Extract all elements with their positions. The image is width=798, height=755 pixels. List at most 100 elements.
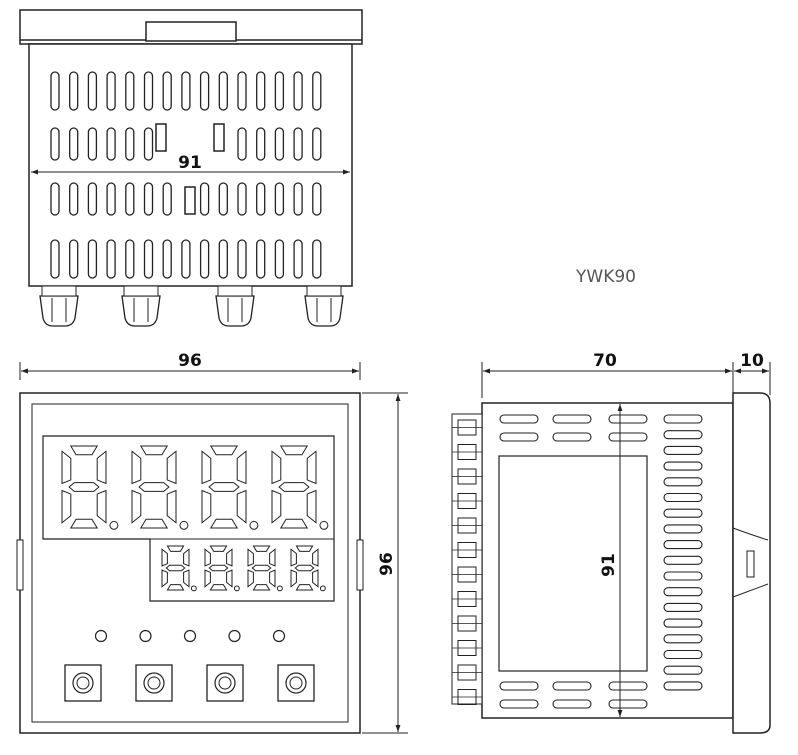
digit-segment xyxy=(69,518,99,529)
vent-slot xyxy=(50,239,60,279)
digit-segment xyxy=(236,489,247,524)
top-view-tab xyxy=(184,186,196,215)
digit-segment xyxy=(131,489,142,524)
front-button xyxy=(64,664,102,702)
vent-slot xyxy=(106,71,116,111)
digit-segment xyxy=(252,584,271,591)
vent-slot xyxy=(312,127,322,161)
terminal xyxy=(452,468,482,485)
side-bezel-clip xyxy=(746,550,755,578)
digit-segment xyxy=(208,564,229,572)
vent-slot xyxy=(87,127,98,161)
vent-slot xyxy=(106,239,116,279)
terminal xyxy=(452,615,482,632)
front-height-dimension: 96 xyxy=(362,392,408,734)
vent-slot xyxy=(312,239,322,279)
decimal-point xyxy=(179,520,189,530)
terminal xyxy=(452,493,482,509)
terminal xyxy=(452,542,482,558)
terminal xyxy=(452,689,482,705)
digit-segment xyxy=(252,545,271,552)
vent-slot xyxy=(663,681,703,691)
vent-slot xyxy=(125,239,135,279)
button-frame xyxy=(206,664,244,702)
digit-segment xyxy=(247,569,254,588)
terminal xyxy=(452,640,482,656)
vent-slot xyxy=(663,634,703,644)
vent-slot xyxy=(162,71,172,111)
digit-segment xyxy=(209,584,228,591)
vent-slot xyxy=(218,71,228,111)
decimal-point xyxy=(249,520,259,530)
vent-slot xyxy=(50,127,60,161)
digit-segment xyxy=(161,548,168,567)
digit-segment xyxy=(139,445,169,456)
front-panel xyxy=(31,403,349,723)
button-cap xyxy=(289,676,303,690)
vent-slot xyxy=(162,182,172,216)
mounting-clip xyxy=(121,285,161,327)
vent-slot xyxy=(143,127,154,161)
decimal-point xyxy=(233,585,240,592)
digit-segment xyxy=(236,450,247,485)
digit-segment xyxy=(139,518,169,529)
terminal xyxy=(452,444,482,460)
side-height-label: 91 xyxy=(599,553,619,577)
front-width-label: 96 xyxy=(178,351,202,371)
side-depth-dimension: 70 xyxy=(481,351,734,398)
vent-slot xyxy=(162,239,172,279)
vent-slot xyxy=(199,182,210,216)
digit-segment xyxy=(166,584,185,591)
terminal xyxy=(452,664,482,681)
clip-body xyxy=(215,295,255,327)
side-depth-label: 70 xyxy=(593,351,617,371)
vent-slot xyxy=(125,182,135,216)
vent-slot xyxy=(663,524,703,534)
vent-slot xyxy=(106,127,116,161)
terminals xyxy=(452,419,482,705)
indicator-led xyxy=(272,629,286,643)
digit-segment xyxy=(61,450,72,485)
vent-slot xyxy=(608,414,648,424)
decimal-point xyxy=(109,520,119,530)
digit-segment xyxy=(204,548,211,567)
top-view-clips xyxy=(39,285,344,327)
front-button xyxy=(277,664,315,702)
vent-slot xyxy=(274,182,285,216)
side-vent-slots xyxy=(499,414,703,709)
digit-segment xyxy=(226,569,233,588)
front-bezel xyxy=(19,392,361,734)
clip-body xyxy=(121,295,161,327)
lower-digit xyxy=(161,545,197,592)
vent-slot xyxy=(87,71,98,111)
front-buttons xyxy=(64,664,315,702)
vent-slot xyxy=(199,239,210,279)
front-width-dimension: 96 xyxy=(19,351,361,380)
side-label-area xyxy=(498,455,648,672)
vent-slot xyxy=(106,182,116,216)
digit-segment xyxy=(201,450,212,485)
digit-segment xyxy=(166,545,185,552)
vent-slot xyxy=(499,414,539,424)
upper-digit xyxy=(61,445,119,530)
digit-segment xyxy=(166,450,177,485)
front-button xyxy=(206,664,244,702)
top-view-tab xyxy=(155,123,167,152)
digit-segment xyxy=(208,482,240,492)
digit-segment xyxy=(201,489,212,524)
vent-slot xyxy=(663,602,703,612)
vent-slot xyxy=(256,239,266,279)
digit-segment xyxy=(226,548,233,567)
clip-body xyxy=(304,295,344,327)
mounting-clip xyxy=(215,285,255,327)
digit-segment xyxy=(209,445,239,456)
digit-segment xyxy=(61,489,72,524)
vent-slot xyxy=(50,71,60,111)
indicator-led xyxy=(94,629,108,643)
clip-base xyxy=(217,285,253,297)
indicator-led xyxy=(139,629,152,643)
vent-slot xyxy=(143,182,154,216)
button-ring xyxy=(143,672,165,694)
upper-digit xyxy=(201,445,259,530)
terminal xyxy=(452,566,482,583)
